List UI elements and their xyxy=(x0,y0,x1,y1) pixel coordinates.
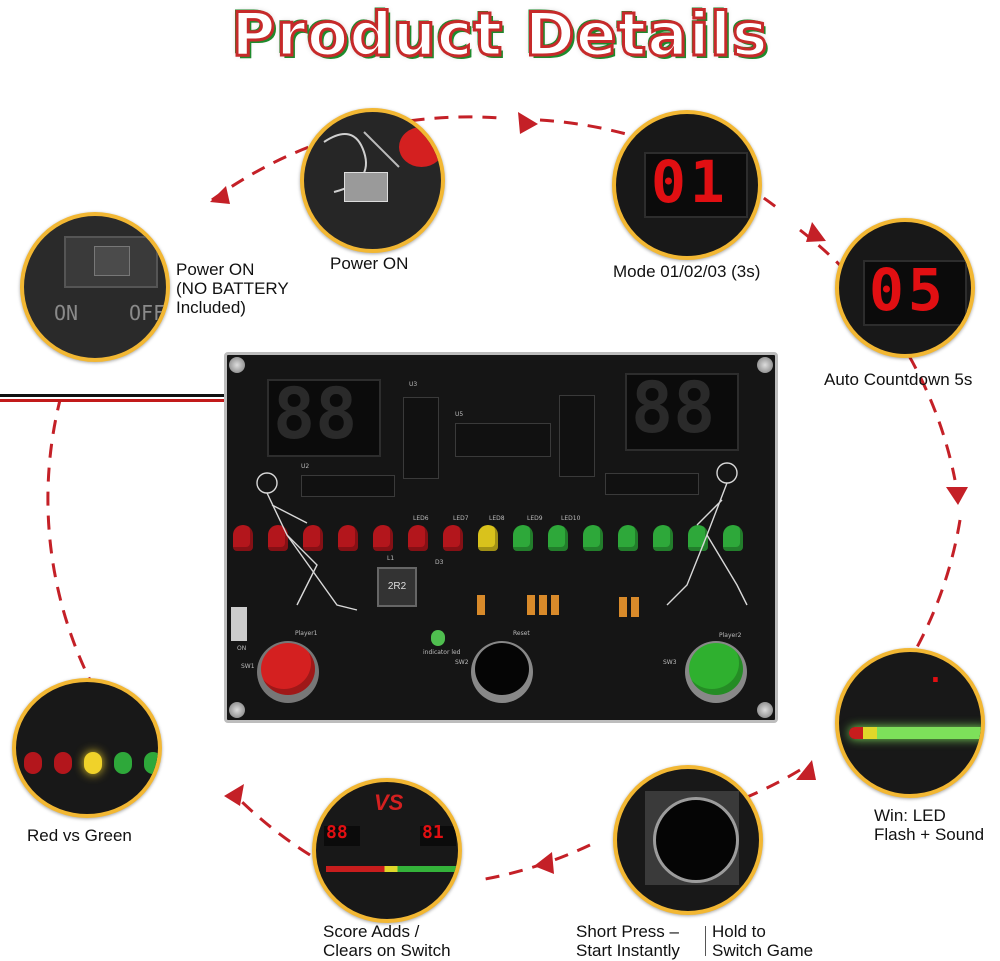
step-power-switch-bubble: ON OFF xyxy=(20,212,170,362)
page-title: Product Details xyxy=(230,0,769,72)
inductor: 2R2 xyxy=(377,567,417,607)
arrow-icon xyxy=(518,112,538,134)
step-label-score: Score Adds / Clears on Switch xyxy=(323,922,451,960)
step-label-hold: Hold to Switch Game xyxy=(712,922,814,960)
power-cable-red xyxy=(0,399,226,402)
arrow-icon xyxy=(806,222,826,242)
countdown-display: 05 xyxy=(869,256,947,324)
game-board: 88 88 U3 U5 U2 LED6 LED7 LED8 LED9 LED10… xyxy=(224,352,778,723)
arrow-icon xyxy=(796,760,816,780)
step-label-short-press: Short Press – Start Instantly xyxy=(576,922,680,960)
switch-off-label: OFF xyxy=(129,301,166,325)
reset-button-cap[interactable] xyxy=(475,643,529,695)
board-led xyxy=(338,525,358,551)
right-display xyxy=(625,373,739,451)
board-led xyxy=(373,525,393,551)
step-label-red-green: Red vs Green xyxy=(27,826,132,845)
step-power-on-bubble xyxy=(300,108,445,253)
board-led xyxy=(723,525,743,551)
arrow-icon xyxy=(210,186,230,204)
arrow-icon xyxy=(946,487,968,505)
step-red-green-bubble xyxy=(12,678,162,818)
left-display xyxy=(267,379,381,457)
step-label-power-on: Power ON xyxy=(330,254,409,273)
board-led xyxy=(268,525,288,551)
tug-of-war-figures xyxy=(256,462,748,611)
player2-button-cap[interactable] xyxy=(689,643,743,695)
step-label-mode: Mode 01/02/03 (3s) xyxy=(613,262,761,281)
board-led xyxy=(443,525,463,551)
power-cable xyxy=(0,394,226,397)
step-label-countdown: Auto Countdown 5s xyxy=(824,370,973,389)
board-led xyxy=(513,525,533,551)
board-led xyxy=(583,525,603,551)
switch-on-label: ON xyxy=(54,301,79,325)
board-led xyxy=(233,525,253,551)
step-reset-bubble xyxy=(613,765,763,915)
arrow-icon xyxy=(534,852,554,874)
board-led xyxy=(478,525,498,551)
step-countdown-bubble: 05 xyxy=(835,218,975,358)
mode-display: 01 xyxy=(651,148,729,216)
indicator-led xyxy=(431,630,445,646)
step-label-win: Win: LED Flash + Sound xyxy=(874,806,985,844)
board-led xyxy=(618,525,638,551)
step-mode-bubble: 01 xyxy=(612,110,762,260)
board-led xyxy=(303,525,323,551)
step-label-power-on-battery: Power ON (NO BATTERY Included) xyxy=(176,260,289,317)
label-divider xyxy=(705,926,706,956)
board-led xyxy=(408,525,428,551)
step-score-bubble: 88 81 xyxy=(312,778,462,923)
arrow-icon xyxy=(224,784,244,806)
player1-button-cap[interactable] xyxy=(261,643,315,695)
vs-text: VS xyxy=(374,790,404,815)
board-led xyxy=(548,525,568,551)
board-led xyxy=(653,525,673,551)
step-win-bubble: . xyxy=(835,648,985,798)
